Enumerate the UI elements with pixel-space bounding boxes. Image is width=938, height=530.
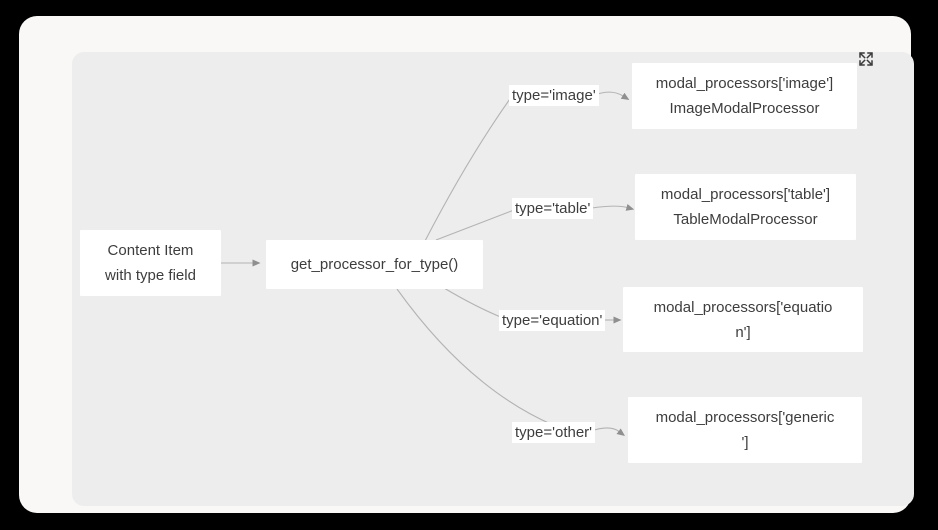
node-table-line2: TableModalProcessor: [673, 211, 818, 228]
node-generic-line1: modal_processors['generic: [655, 409, 835, 426]
node-image-line1: modal_processors['image']: [655, 75, 834, 92]
node-get-processor-for-type: get_processor_for_type(): [266, 240, 483, 289]
edge-label-other: type='other': [512, 422, 596, 443]
node-content-item-line1: Content Item: [107, 242, 194, 259]
node-generic-processor: modal_processors['generic ']: [628, 397, 862, 463]
edge-label-image: type='image': [509, 85, 599, 106]
node-content-item-line2: with type field: [105, 267, 196, 284]
node-content-item: Content Item with type field: [80, 230, 221, 296]
edge-label-table: type='table': [512, 198, 594, 219]
node-table-line1: modal_processors['table']: [660, 186, 831, 203]
node-table-modal-processor: modal_processors['table'] TableModalProc…: [635, 174, 856, 240]
expand-icon: [859, 52, 873, 66]
node-equation-processor: modal_processors['equatio n']: [623, 287, 863, 352]
node-image-modal-processor: modal_processors['image'] ImageModalProc…: [632, 63, 857, 129]
node-generic-line2: ']: [741, 434, 749, 451]
expand-button[interactable]: [854, 47, 878, 71]
node-get-processor-label: get_processor_for_type(): [290, 256, 459, 273]
node-image-line2: ImageModalProcessor: [669, 100, 820, 117]
node-equation-line1: modal_processors['equatio: [653, 298, 833, 316]
edge-label-equation: type='equation': [499, 310, 606, 331]
node-equation-line2: n']: [735, 323, 751, 341]
